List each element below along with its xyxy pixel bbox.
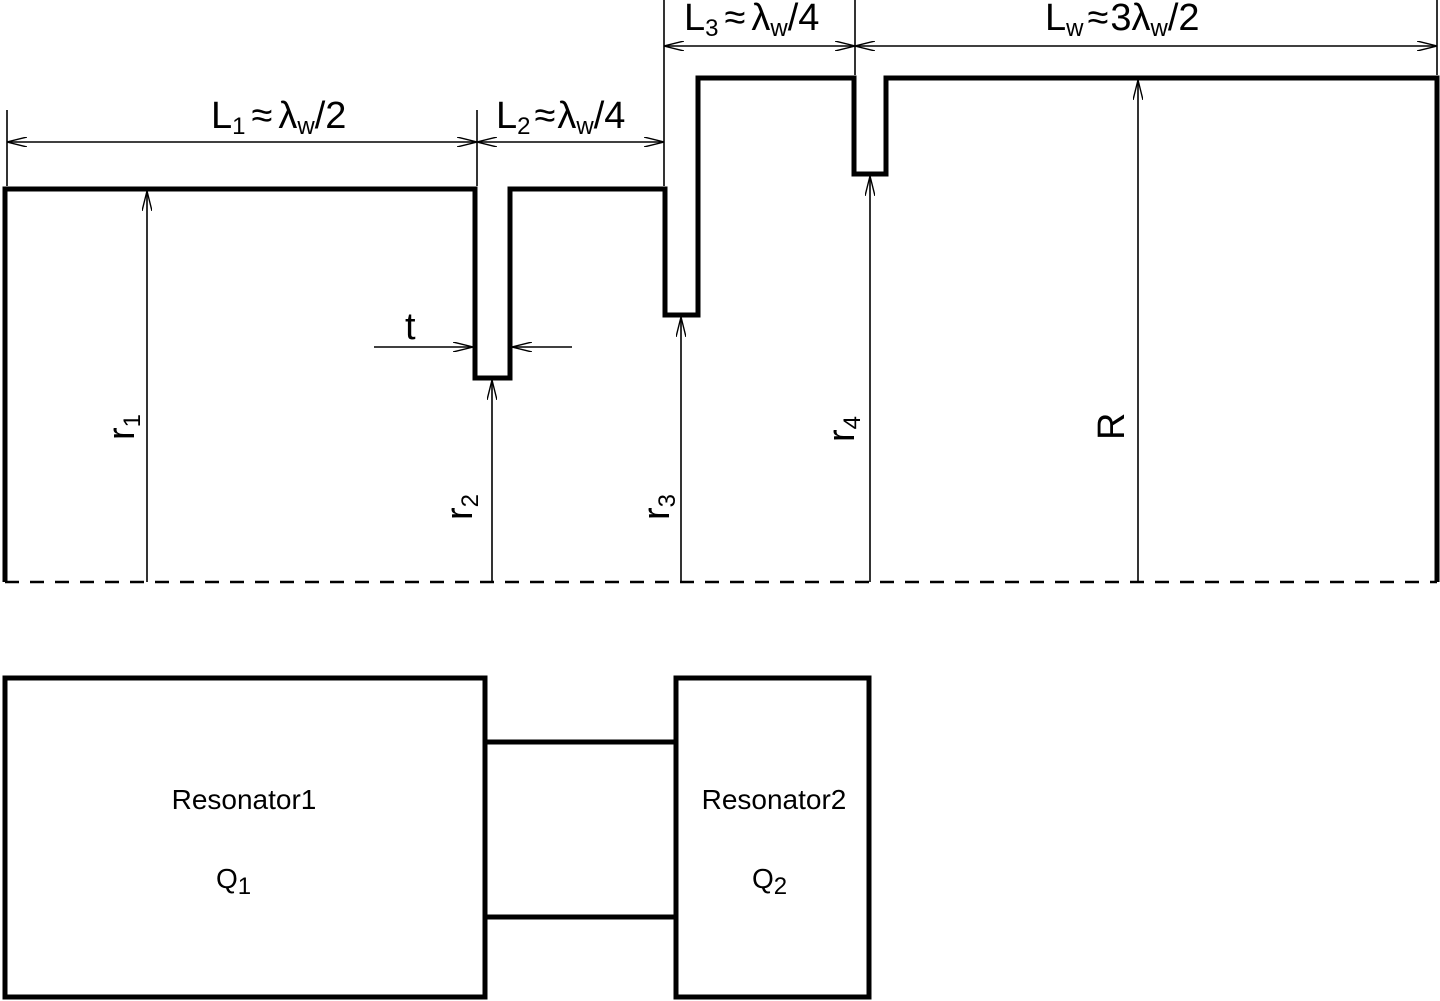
dim-label-L2: L2≈λw/4	[496, 95, 625, 140]
resonator2-box	[673, 675, 872, 1000]
extension-lines	[6, 0, 1438, 186]
radius-label-r2: r2	[439, 494, 484, 520]
thickness-label: t	[405, 306, 416, 348]
thickness-dimension: t	[374, 306, 572, 348]
resonator1-label: Resonator1	[172, 784, 317, 815]
radius-label-R: R	[1091, 413, 1133, 440]
dimension-arrows	[7, 46, 1437, 142]
structure-profile	[2, 75, 1440, 584]
resonator1-box	[2, 675, 488, 1000]
radius-label-r1: r1	[101, 414, 146, 440]
dim-label-L1: L1≈λw/2	[211, 95, 346, 140]
structure-wall	[2, 75, 1440, 582]
dim-label-L3: L3≈λw/4	[684, 0, 819, 42]
resonator2-label: Resonator2	[702, 784, 847, 815]
radius-arrows	[147, 80, 1138, 582]
resonator1-q-label: Q1	[216, 863, 251, 900]
resonator-block-diagram: Resonator1 Q1 Resonator2 Q2	[2, 675, 872, 1000]
dim-label-Lw: Lw≈3λw/2	[1045, 0, 1200, 42]
radius-label-r3: r3	[636, 494, 681, 520]
resonator2-q-label: Q2	[752, 863, 787, 900]
radius-label-r4: r4	[821, 416, 866, 442]
